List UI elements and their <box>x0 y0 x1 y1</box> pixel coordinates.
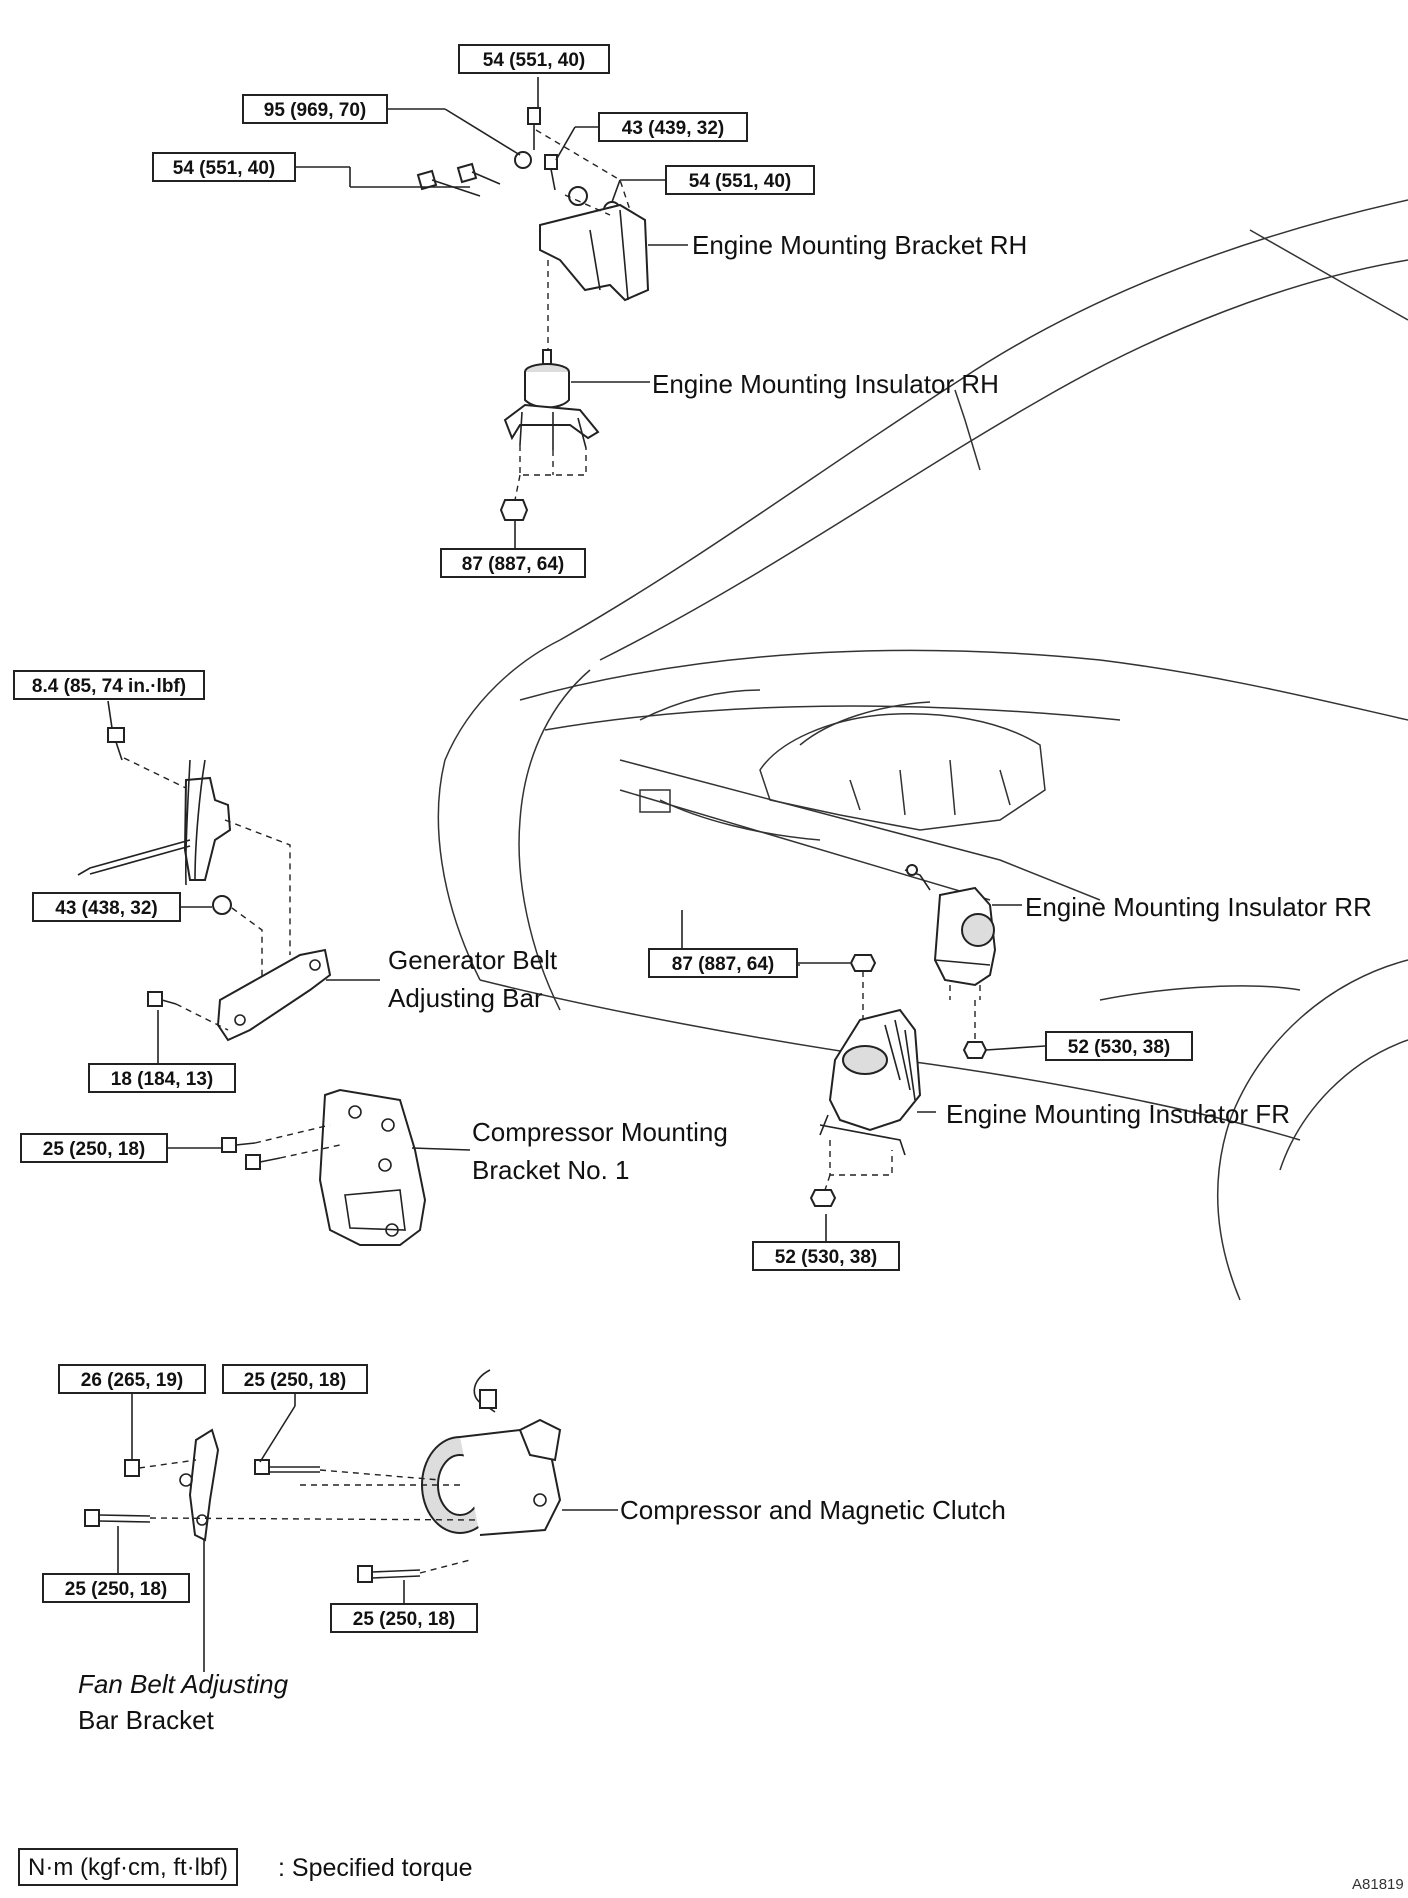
part-label-compressor-bracket-line2: Bracket No. 1 <box>472 1155 630 1185</box>
engine-mounting-bracket-rh-art <box>416 107 650 355</box>
torque-label-insulator-fr-top-nut: 87 (887, 64) <box>648 948 798 978</box>
legend-unit-box: N·m (kgf·cm, ft·lbf) <box>18 1848 238 1886</box>
torque-label-bracket-nut: 95 (969, 70) <box>242 94 388 124</box>
vehicle-body-outline <box>437 199 1408 1301</box>
part-label-generator-belt-line1: Generator Belt <box>388 945 558 975</box>
torque-label-bracket-bolt-a: 43 (439, 32) <box>598 112 748 142</box>
torque-label-insulator-fr-bottom-nut: 52 (530, 38) <box>752 1241 900 1271</box>
torque-label-insulator-rh-nut: 87 (887, 64) <box>440 548 586 578</box>
torque-label-insulator-rr-nut: 52 (530, 38) <box>1045 1031 1193 1061</box>
figure-reference-code: A81819 <box>1352 1876 1404 1893</box>
part-label-engine-mounting-insulator-fr: Engine Mounting Insulator FR <box>946 1099 1290 1129</box>
part-label-fan-belt-bracket-line1: Fan Belt Adjusting <box>78 1669 289 1699</box>
torque-label-compressor-bolt-top: 25 (250, 18) <box>222 1364 368 1394</box>
torque-label-gen-bar-nut: 43 (438, 32) <box>32 892 181 922</box>
engine-mounting-insulator-rr-art <box>904 864 997 1059</box>
torque-label-gen-bar-bolt: 18 (184, 13) <box>88 1063 236 1093</box>
torque-label-bracket-bolt-b: 54 (551, 40) <box>665 165 815 195</box>
torque-label-fan-bracket-nut: 26 (265, 19) <box>58 1364 206 1394</box>
part-label-engine-mounting-insulator-rh: Engine Mounting Insulator RH <box>652 369 999 399</box>
torque-label-bracket-side-bolts: 54 (551, 40) <box>152 152 296 182</box>
part-label-compressor-bracket-line1: Compressor Mounting <box>472 1117 728 1147</box>
part-label-fan-belt-bracket-line2: Bar Bracket <box>78 1705 214 1735</box>
part-label-engine-mounting-bracket-rh: Engine Mounting Bracket RH <box>692 230 1028 260</box>
torque-label-comp-bracket-bolts: 25 (250, 18) <box>20 1133 168 1163</box>
torque-label-bracket-top-bolt: 54 (551, 40) <box>458 44 610 74</box>
part-label-engine-mounting-insulator-rr: Engine Mounting Insulator RR <box>1025 892 1372 922</box>
engine-mounting-insulator-rh-art <box>499 349 600 521</box>
compressor-magnetic-clutch-art <box>300 1369 562 1536</box>
engine-mounting-insulator-fr-art <box>809 954 922 1207</box>
compressor-mounting-bracket-art <box>221 1088 427 1246</box>
legend-text: : Specified torque <box>278 1854 473 1882</box>
generator-belt-adjusting-bar-art <box>77 727 332 1042</box>
part-label-compressor-magnetic-clutch: Compressor and Magnetic Clutch <box>620 1495 1006 1525</box>
part-label-generator-belt-line2: Adjusting Bar <box>388 983 543 1013</box>
torque-label-compressor-bolt-bottom: 25 (250, 18) <box>330 1603 478 1633</box>
fan-belt-adjusting-bar-bracket-art <box>84 1428 481 1583</box>
torque-label-gen-bar-top-bolt: 8.4 (85, 74 in.·lbf) <box>13 670 205 700</box>
torque-label-fan-bracket-bolt: 25 (250, 18) <box>42 1573 190 1603</box>
